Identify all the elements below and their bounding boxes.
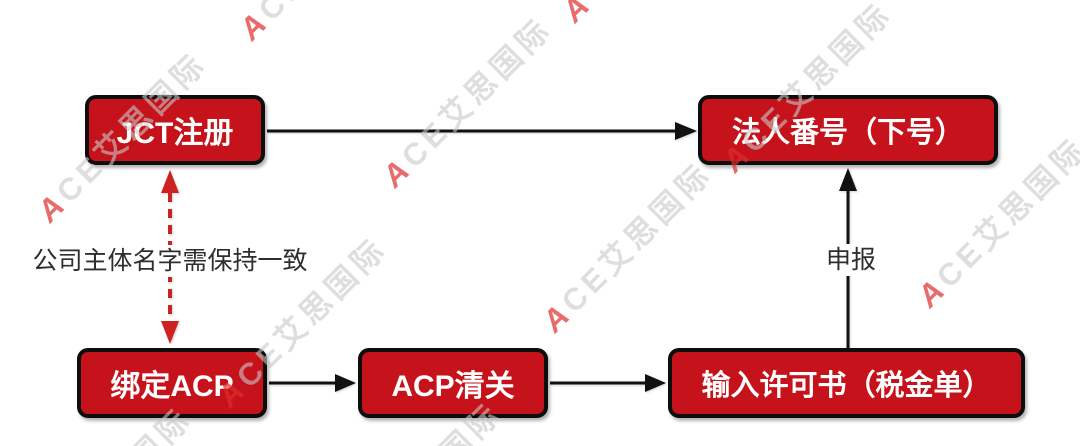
edge-label-declare: 申报	[821, 244, 881, 276]
node-bind-acp: 绑定ACP	[77, 348, 267, 418]
node-corporate-number: 法人番号（下号）	[698, 95, 998, 165]
edge-bind-acp-to-acp-clearance	[269, 374, 356, 392]
arrowhead-up-icon	[161, 170, 179, 193]
node-acp-clearance: ACP清关	[358, 348, 548, 418]
node-jct-register: JCT注册	[85, 95, 265, 165]
arrowhead-right-icon	[645, 374, 666, 392]
arrowhead-right-icon	[335, 374, 356, 392]
arrowhead-up-icon	[839, 168, 857, 191]
edge-label-company-name-note: 公司主体名字需保持一致	[28, 245, 312, 277]
node-import-permit: 输入许可书（税金单）	[668, 348, 1025, 418]
arrowhead-down-icon	[161, 321, 179, 344]
arrowhead-right-icon	[675, 122, 697, 140]
edge-jct-to-corporate-number	[267, 122, 697, 140]
edge-acp-clearance-to-import-permit	[550, 374, 666, 392]
